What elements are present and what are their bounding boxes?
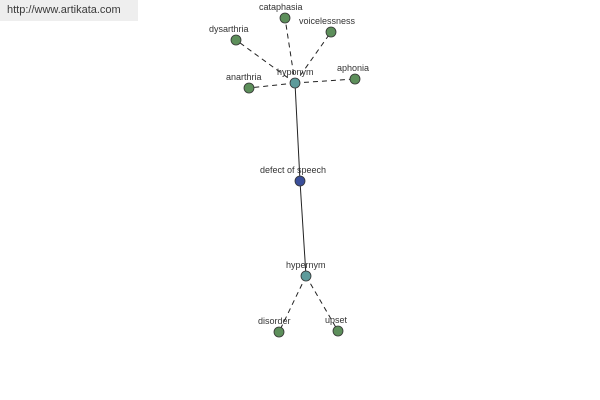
- edge-hyponym-voicelessness: [294, 31, 332, 84]
- source-url[interactable]: http://www.artikata.com: [0, 0, 138, 21]
- node-aphonia[interactable]: [349, 73, 361, 85]
- edge-hyponym-center: [294, 82, 301, 182]
- node-anarthria[interactable]: [243, 82, 255, 94]
- node-cataphasia[interactable]: [279, 12, 291, 24]
- label-disorder: disorder: [258, 316, 291, 326]
- label-defect-of-speech: defect of speech: [260, 165, 326, 175]
- node-hypernym[interactable]: [300, 270, 312, 282]
- label-aphonia: aphonia: [337, 63, 369, 73]
- edge-hyponym-anarthria: [248, 82, 296, 89]
- edge-center-hypernym: [299, 180, 307, 277]
- label-dysarthria: dysarthria: [209, 24, 249, 34]
- node-upset[interactable]: [332, 325, 344, 337]
- edge-hyponym-cataphasia: [284, 17, 296, 84]
- label-upset: upset: [325, 315, 348, 325]
- edge-hyponym-dysarthria: [235, 39, 296, 84]
- edge-hypernym-upset: [305, 275, 339, 332]
- label-cataphasia: cataphasia: [259, 2, 303, 12]
- node-defect-of-speech[interactable]: [294, 175, 306, 187]
- label-voicelessness: voicelessness: [299, 16, 356, 26]
- label-hyponym: hyponym: [277, 67, 314, 77]
- edge-hyponym-aphonia: [294, 78, 356, 84]
- node-disorder[interactable]: [273, 326, 285, 338]
- label-anarthria: anarthria: [226, 72, 262, 82]
- label-hypernym: hypernym: [286, 260, 326, 270]
- node-voicelessness[interactable]: [325, 26, 337, 38]
- node-dysarthria[interactable]: [230, 34, 242, 46]
- node-hyponym[interactable]: [289, 77, 301, 89]
- edge-hypernym-disorder: [278, 275, 307, 333]
